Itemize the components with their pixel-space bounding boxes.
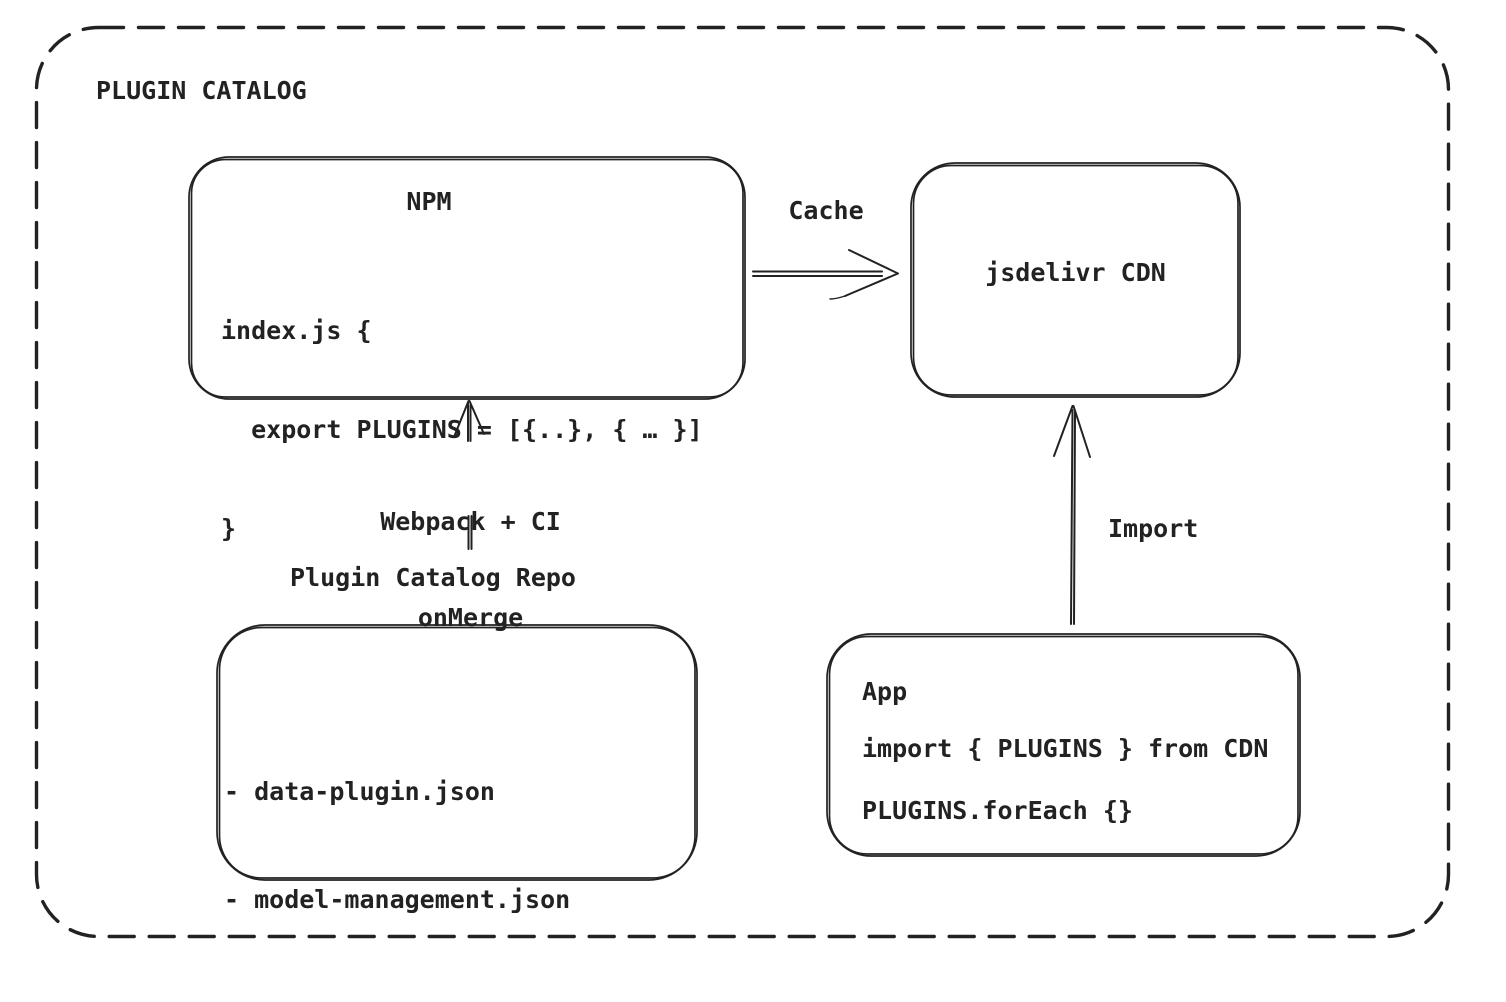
- cache-arrow: [752, 249, 899, 300]
- npm-code-line: index.js {: [221, 316, 372, 345]
- build-edge-label: Webpack + CI onMerge: [330, 442, 611, 698]
- npm-code-line: export PLUGINS = [{..}, { … }]: [221, 415, 703, 444]
- repo-item: - data-plugin.json: [224, 777, 495, 806]
- repo-box-outline: [216, 624, 698, 881]
- import-edge-label: Import: [1108, 514, 1199, 543]
- cdn-box-outline: [910, 162, 1241, 398]
- cache-edge-label: Cache: [788, 196, 864, 225]
- build-edge-label-line1: Webpack + CI: [380, 507, 561, 536]
- repo-node-heading: Plugin Catalog Repo: [290, 563, 576, 592]
- build-arrow: [453, 400, 485, 550]
- app-code-line: PLUGINS.forEach {}: [862, 796, 1133, 825]
- npm-node-heading: NPM: [406, 187, 452, 216]
- npm-box-outline: [188, 156, 746, 400]
- app-node-heading: App: [862, 677, 908, 706]
- app-code-line: import { PLUGINS } from CDN: [862, 734, 1269, 763]
- app-box-outline: [826, 633, 1301, 857]
- diagram-title: PLUGIN CATALOG: [96, 76, 307, 105]
- import-arrow: [1053, 405, 1091, 625]
- build-edge-label-line2: onMerge: [417, 603, 524, 632]
- repo-node-items: - data-plugin.json - model-management.js…: [224, 702, 570, 1002]
- plugin-catalog-frame: [34, 25, 1451, 939]
- npm-node-code: index.js { export PLUGINS = [{..}, { … }…: [221, 248, 703, 611]
- npm-code-line: }: [221, 514, 237, 543]
- repo-item: - model-management.json: [224, 885, 571, 914]
- cdn-node-label: jsdelivr CDN: [985, 258, 1166, 287]
- repo-item: …: [224, 990, 570, 1002]
